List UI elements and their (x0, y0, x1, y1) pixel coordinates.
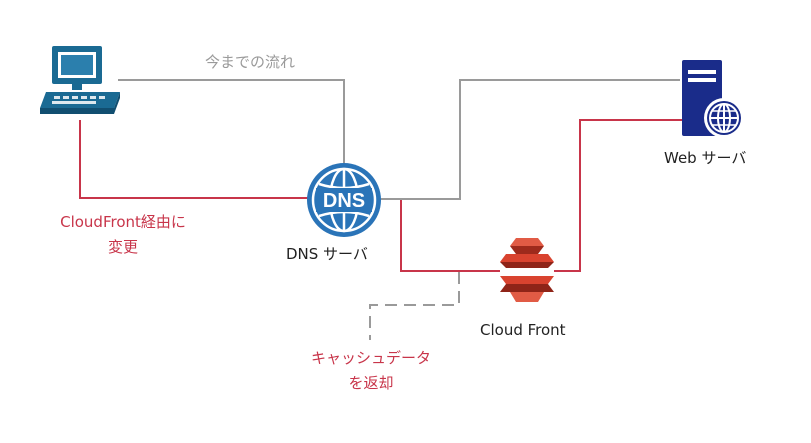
cache-note-line1: キャッシュデータ (310, 349, 431, 367)
dns-icon-text: DNS (323, 190, 365, 212)
web-server (680, 60, 746, 142)
legacy-line-dns-web (380, 79, 680, 200)
cloudfront-label: Cloud Front (480, 321, 566, 339)
cache-note: キャッシュデータ を返却 (296, 348, 446, 393)
web-server-icon (682, 60, 744, 138)
cloudfront-icon (500, 238, 554, 302)
client-computer (40, 44, 124, 120)
new-line-cloudfront-web (554, 119, 682, 272)
cloudfront (498, 236, 556, 306)
legacy-flow-label: 今までの流れ (205, 53, 296, 71)
web-server-label: Web サーバ (664, 149, 747, 167)
desktop-computer-icon (40, 46, 120, 114)
cache-note-line2: を返却 (348, 374, 394, 392)
dns-server: DNS (306, 162, 382, 238)
change-note-line1: CloudFront経由に (60, 213, 186, 231)
change-note-line2: 変更 (107, 238, 138, 256)
dns-globe-icon: DNS (307, 163, 381, 237)
change-note: CloudFront経由に 変更 (58, 212, 188, 257)
dns-server-label: DNS サーバ (286, 245, 368, 263)
new-line-dns-cloudfront (400, 200, 500, 272)
cache-return-line (369, 272, 460, 340)
legacy-line-client-dns (118, 79, 345, 164)
new-line-client-dns (79, 120, 308, 199)
